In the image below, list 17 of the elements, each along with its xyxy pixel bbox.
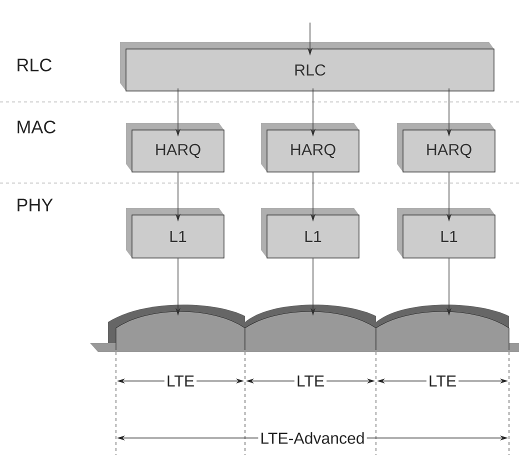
dimension-label: LTE <box>426 374 459 388</box>
carrier-arc <box>244 304 376 350</box>
process-box: L1 <box>126 208 224 258</box>
carrier-arc <box>108 304 246 350</box>
process-box: HARQ <box>126 123 224 172</box>
layer-box: RLC <box>120 42 494 92</box>
dimension-label: LTE <box>294 374 327 388</box>
process-box: L1 <box>397 208 496 258</box>
layer-label: MAC <box>18 120 56 134</box>
dimension-label: LTE <box>164 374 197 388</box>
carrier-arc <box>376 304 510 350</box>
process-box: L1 <box>261 208 360 258</box>
layer-label: RLC <box>18 58 52 72</box>
process-box: HARQ <box>261 123 360 172</box>
process-box: HARQ <box>397 123 496 172</box>
layer-label: PHY <box>18 198 53 212</box>
dimension-label: LTE-Advanced <box>258 430 367 446</box>
